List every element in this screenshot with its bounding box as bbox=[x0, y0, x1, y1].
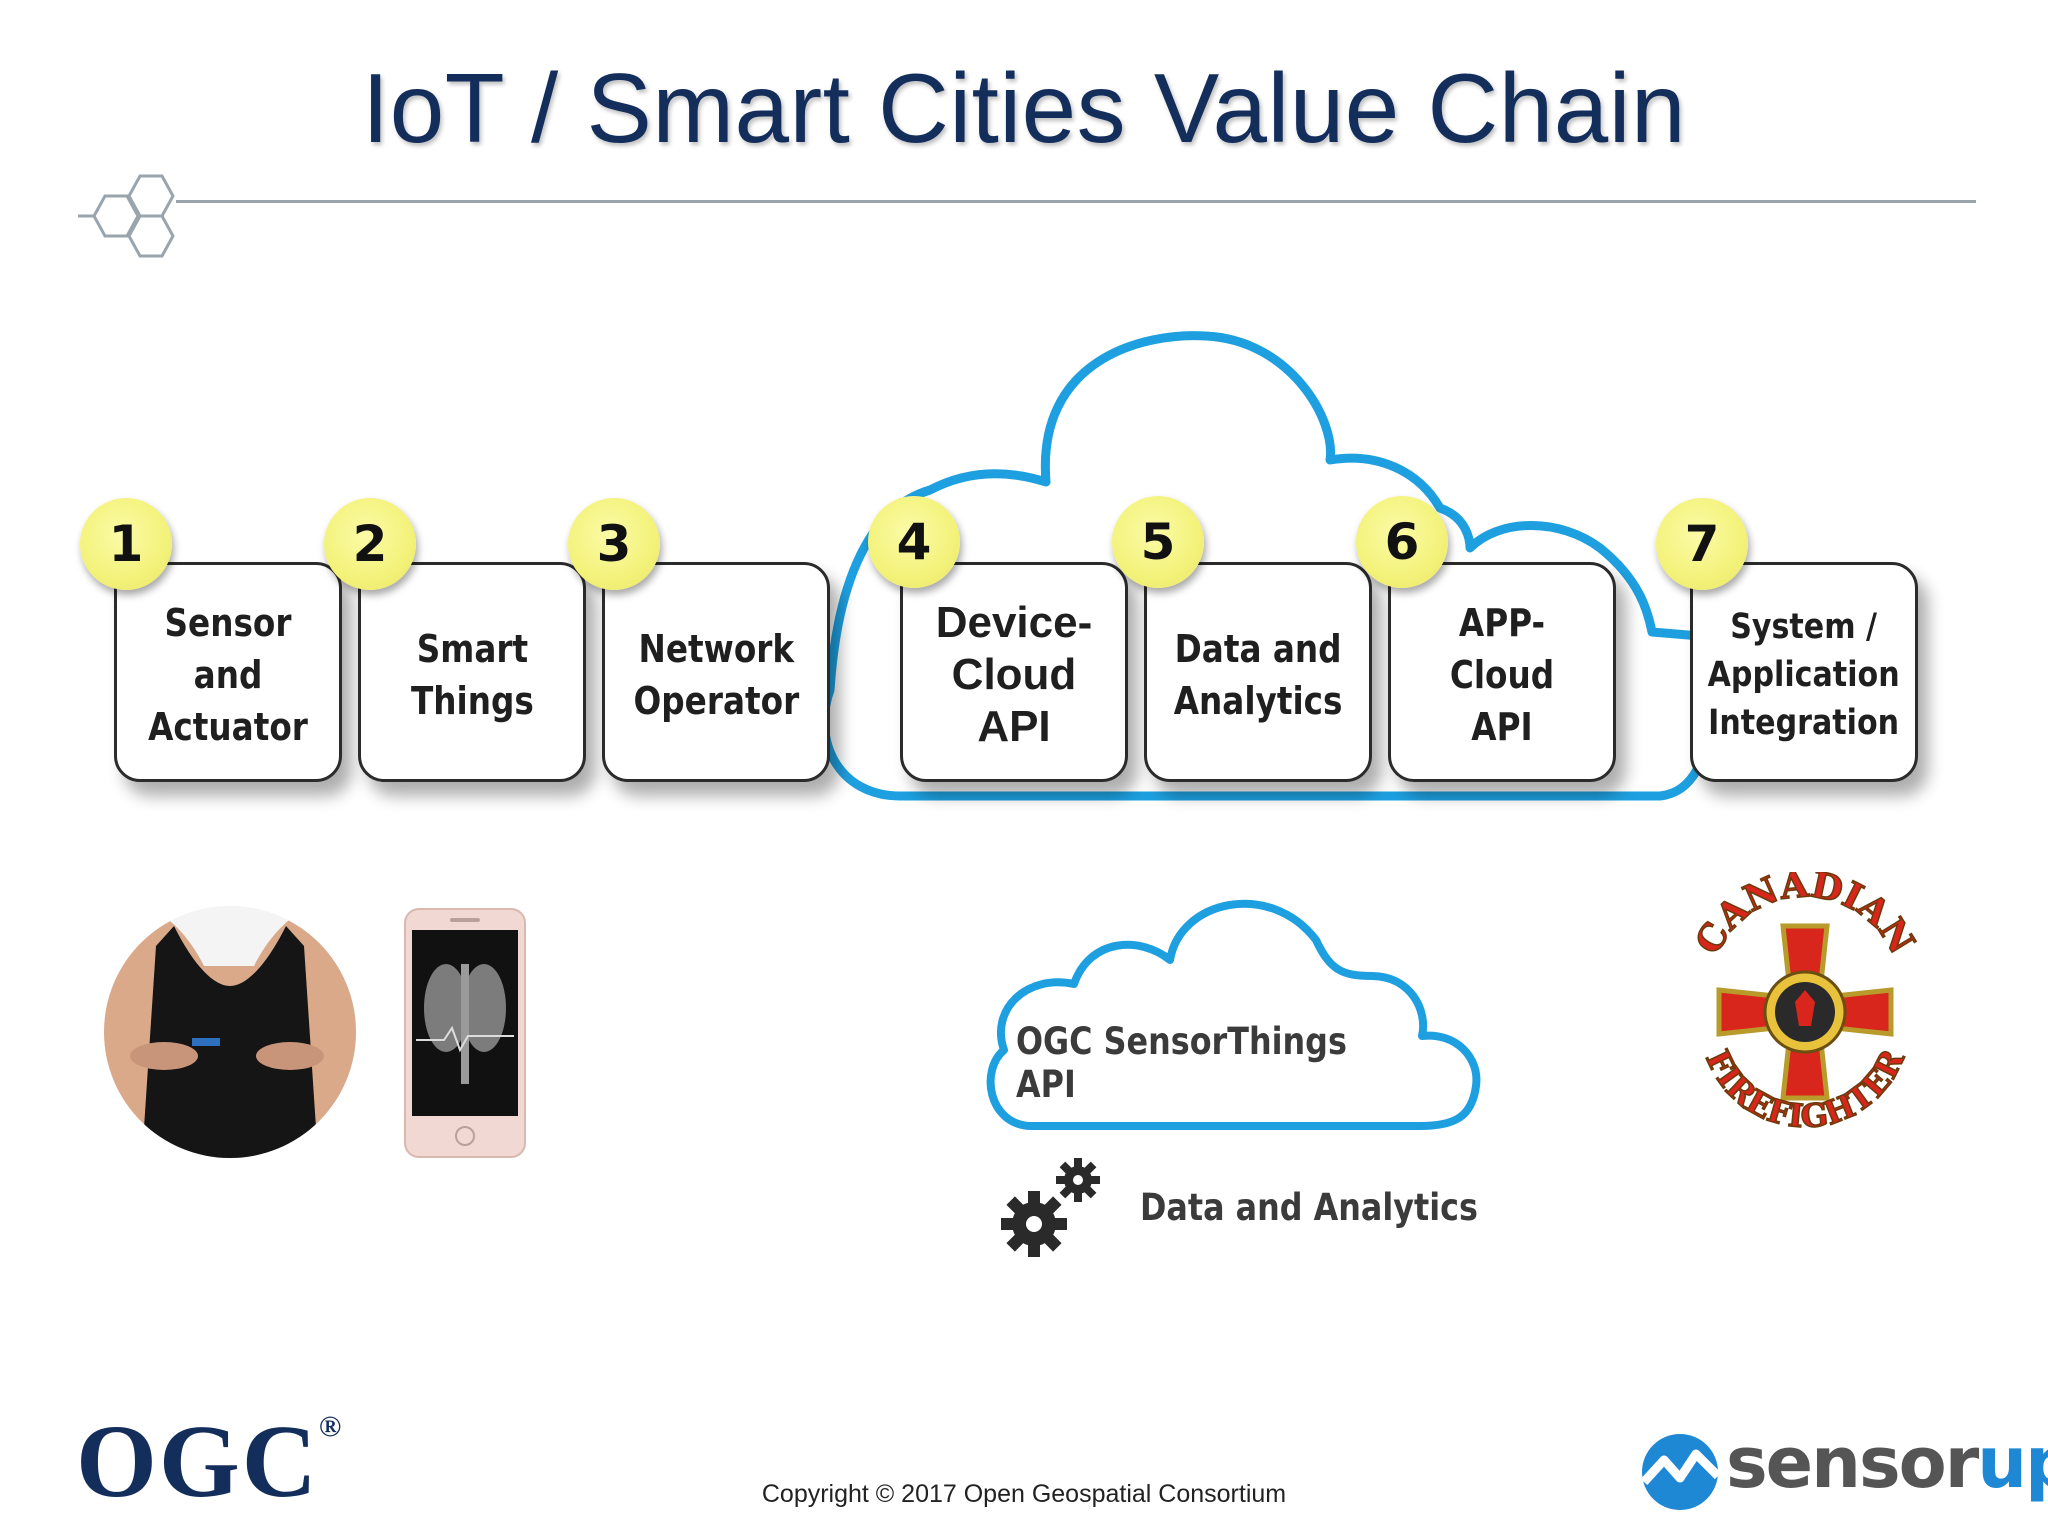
step-label: Device- Cloud API bbox=[935, 598, 1093, 751]
sensorthings-api-label: OGC SensorThings API bbox=[1016, 1020, 1347, 1106]
data-analytics-label: Data and Analytics bbox=[1140, 1186, 1478, 1229]
step-number-badge: 5 bbox=[1112, 496, 1204, 588]
step-box-device-cloud-api: Device- Cloud API bbox=[900, 562, 1128, 782]
gears-icon bbox=[1001, 1158, 1100, 1257]
step-number-badge: 6 bbox=[1356, 496, 1448, 588]
step-number-badge: 1 bbox=[80, 498, 172, 590]
step-number-badge: 3 bbox=[568, 498, 660, 590]
sensorthings-cloud-icon bbox=[986, 899, 1481, 1130]
step-box-data-analytics: Data and Analytics bbox=[1144, 562, 1372, 782]
step-label: APP-Cloud API bbox=[1449, 601, 1555, 749]
step-label: Smart Things bbox=[410, 627, 534, 723]
sensorup-text-accent: up bbox=[1977, 1422, 2048, 1504]
sensorup-wave-icon bbox=[1640, 1434, 1722, 1510]
ogc-logo: OGC® bbox=[76, 1402, 343, 1521]
step-box-app-cloud-api: APP-Cloud API bbox=[1388, 562, 1616, 782]
copyright-notice: Copyright © 2017 Open Geospatial Consort… bbox=[761, 1480, 1287, 1508]
step-box-network-operator: Network Operator bbox=[602, 562, 830, 782]
hexagon-cluster-icon bbox=[78, 174, 175, 258]
step-label: System / Application Integration bbox=[1708, 607, 1900, 743]
title-divider bbox=[176, 200, 1976, 203]
sensorup-logo: sensorup bbox=[1636, 1420, 2048, 1520]
page-title: IoT / Smart Cities Value Chain bbox=[361, 53, 1687, 163]
step-label: Data and Analytics bbox=[1173, 627, 1343, 723]
step-label: Sensor and Actuator bbox=[148, 601, 308, 749]
step-number-badge: 2 bbox=[324, 498, 416, 590]
registered-mark: ® bbox=[318, 1410, 344, 1443]
ogc-logo-text: OGC bbox=[76, 1404, 319, 1519]
smart-vest-photo bbox=[104, 906, 356, 1158]
smartphone-xray-icon bbox=[404, 908, 526, 1158]
canadian-firefighter-logo: CANADIAN FIREFIGHTER bbox=[1686, 872, 1923, 1137]
step-box-smart-things: Smart Things bbox=[358, 562, 586, 782]
sensorup-text-main: sensor bbox=[1726, 1422, 1979, 1504]
step-number-badge: 4 bbox=[868, 496, 960, 588]
step-box-system-integration: System / Application Integration bbox=[1690, 562, 1918, 782]
step-label: Network Operator bbox=[633, 627, 799, 723]
step-number-badge: 7 bbox=[1656, 498, 1748, 590]
step-box-sensor-actuator: Sensor and Actuator bbox=[114, 562, 342, 782]
